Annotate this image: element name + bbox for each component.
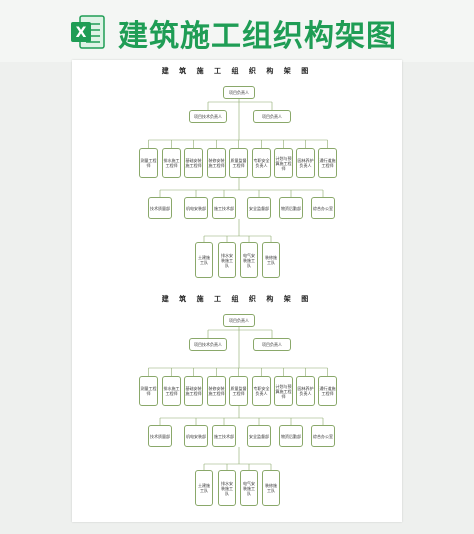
org-node-dept: 专职安全负责人: [252, 148, 271, 178]
org-node-team: 安全监督部: [247, 197, 271, 219]
org-node-dept: 排水施工工程师: [162, 148, 181, 178]
org-node-team: 综合办公室: [311, 425, 335, 447]
org-node-dept: 专职安全负责人: [252, 376, 271, 406]
org-node-dept: 基础安装施工程师: [184, 376, 203, 406]
org-node-team: 机电安装部: [184, 425, 208, 447]
org-node-crew: 土建施工队: [195, 470, 213, 506]
org-node-dept: 园林养护负责人: [296, 148, 315, 178]
org-node-dept: 通行道施工程师: [318, 148, 337, 178]
org-node-second: 项目负责人: [253, 338, 291, 351]
org-node-crew: 装修施工队: [262, 242, 280, 278]
org-node-team: 综合办公室: [311, 197, 335, 219]
org-node-dept: 测量工程师: [139, 148, 158, 178]
org-node-team: 施工技术部: [212, 425, 236, 447]
org-node-dept: 通行道施工程师: [318, 376, 337, 406]
org-node-crew: 排水安装施工队: [218, 242, 236, 278]
org-node-second: 项目技术负责人: [189, 338, 227, 351]
org-node-dept: 测量工程师: [139, 376, 158, 406]
page-title: 建筑施工组织构架图: [118, 19, 397, 54]
org-node-root: 项目负责人: [223, 86, 255, 99]
document-sheet: 建 筑 施 工 组 织 构 架 图项目负责人项目技术负责人项目负责人测量工程师排…: [72, 60, 402, 522]
org-node-dept: 排水施工工程师: [162, 376, 181, 406]
connector-lines: [148, 99, 328, 242]
org-node-second: 项目负责人: [253, 110, 291, 123]
org-node-second: 项目技术负责人: [189, 110, 227, 123]
org-node-dept: 质量监督工程师: [229, 148, 248, 178]
org-node-team: 物资后勤部: [279, 197, 303, 219]
chart-title: 建 筑 施 工 组 织 构 架 图: [161, 66, 313, 75]
org-node-dept: 计划与预算施工程师: [274, 148, 293, 178]
org-node-dept: 装修安装施工程师: [207, 148, 226, 178]
org-node-dept: 园林养护负责人: [296, 376, 315, 406]
chart-title: 建 筑 施 工 组 织 构 架 图: [161, 294, 313, 303]
org-node-team: 安全监督部: [247, 425, 271, 447]
org-node-root: 项目负责人: [223, 314, 255, 327]
org-node-team: 技术质量部: [148, 197, 172, 219]
org-node-dept: 基础安装施工程师: [184, 148, 203, 178]
org-node-dept: 装修安装施工程师: [207, 376, 226, 406]
org-node-crew: 电气安装施工队: [240, 242, 258, 278]
org-node-crew: 排水安装施工队: [218, 470, 236, 506]
org-node-team: 施工技术部: [212, 197, 236, 219]
org-node-dept: 质量监督工程师: [229, 376, 248, 406]
org-node-crew: 电气安装施工队: [240, 470, 258, 506]
org-node-dept: 计划与预算施工程师: [274, 376, 293, 406]
org-node-crew: 装修施工队: [262, 470, 280, 506]
org-node-team: 物资后勤部: [279, 425, 303, 447]
connector-lines: [148, 327, 328, 470]
svg-text:X: X: [76, 25, 87, 41]
page-header: X 建筑施工组织构架图: [0, 0, 474, 62]
org-node-crew: 土建施工队: [195, 242, 213, 278]
excel-icon: X: [71, 15, 105, 49]
org-node-team: 技术质量部: [148, 425, 172, 447]
org-node-team: 机电安装部: [184, 197, 208, 219]
